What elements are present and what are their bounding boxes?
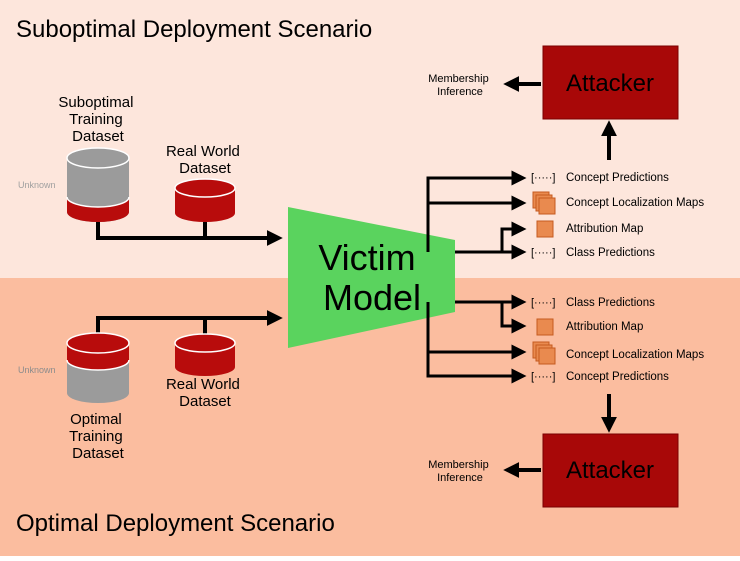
top-attribution-map-icon: [536, 220, 554, 238]
bottom-attacker-label: Attacker: [566, 457, 654, 484]
bottom-attribution-map-icon: [536, 318, 554, 336]
real-world-database-icon-bottom: [174, 333, 236, 376]
optimal-dataset-label: Optimal Training Dataset: [69, 411, 127, 462]
top-class-predictions-bracket: [·····]: [531, 247, 555, 259]
top-attribution-map-label: Attribution Map: [566, 223, 643, 235]
top-output-arrows: [426, 170, 527, 260]
top-attacker-label: Attacker: [566, 70, 654, 97]
bottom-attacker-box: [542, 433, 679, 508]
bottom-concept-maps-icon: [532, 341, 556, 365]
real-world-dataset-label-top: Real World Dataset: [166, 143, 244, 177]
bottom-concept-predictions-label: Concept Predictions: [566, 371, 669, 383]
suboptimal-scenario-title: Suboptimal Deployment Scenario: [16, 16, 372, 43]
top-concept-predictions-label: Concept Predictions: [566, 172, 669, 184]
top-concept-predictions-bracket: [·····]: [531, 172, 555, 184]
optimal-scenario-title: Optimal Deployment Scenario: [16, 510, 335, 537]
unknown-label-top: Unknown: [18, 180, 56, 190]
real-world-database-icon-top: [174, 178, 236, 222]
unknown-label-bottom: Unknown: [18, 365, 56, 375]
bottom-concept-maps-label: Concept Localization Maps: [566, 349, 704, 361]
top-input-arrows: [96, 222, 283, 246]
bottom-attribution-map-label: Attribution Map: [566, 321, 643, 333]
bottom-class-predictions-label: Class Predictions: [566, 297, 655, 309]
victim-model-shape: [288, 207, 455, 348]
top-concept-maps-icon: [532, 191, 556, 215]
suboptimal-dataset-label: Suboptimal Training Dataset: [58, 94, 137, 145]
top-membership-inference-label: Membership Inference: [428, 73, 492, 98]
optimal-training-database-icon: [66, 332, 130, 403]
top-concept-maps-label: Concept Localization Maps: [566, 197, 704, 209]
bottom-class-predictions-bracket: [·····]: [531, 297, 555, 309]
victim-model-label: Victim Model: [318, 237, 425, 318]
bottom-output-arrows: [426, 294, 527, 384]
suboptimal-training-database-icon: [66, 147, 130, 222]
bottom-concept-predictions-bracket: [·····]: [531, 371, 555, 383]
real-world-dataset-label-bottom: Real World Dataset: [166, 376, 244, 410]
top-attacker-box: [542, 45, 679, 120]
bottom-membership-inference-label: Membership Inference: [428, 459, 492, 484]
top-class-predictions-label: Class Predictions: [566, 247, 655, 259]
